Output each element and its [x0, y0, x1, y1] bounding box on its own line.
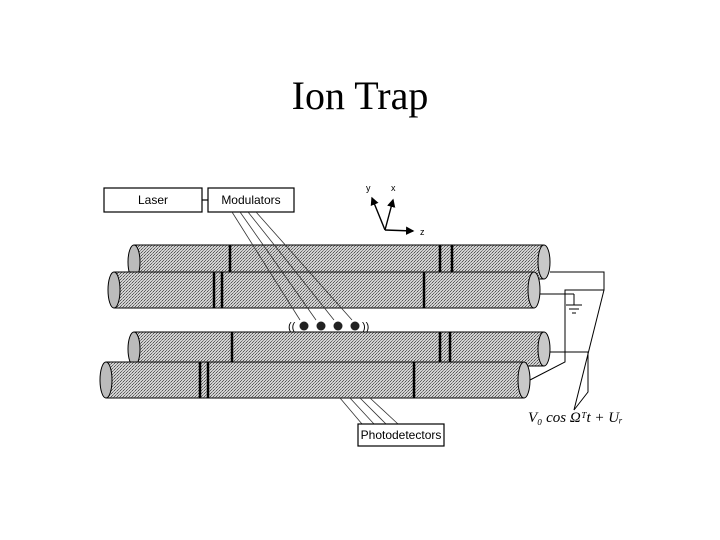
svg-text:)): )) — [362, 321, 369, 333]
electrode-wiring — [529, 271, 605, 411]
modulators-label: Modulators — [221, 193, 280, 207]
photodetectors-box: Photodetectors — [357, 423, 445, 447]
laser-label: Laser — [138, 193, 168, 207]
laser-beams — [231, 211, 353, 321]
svg-text:((: (( — [288, 321, 296, 333]
photodetectors-label: Photodetectors — [361, 428, 442, 442]
laser-box: Laser — [103, 187, 203, 213]
x-axis-arrow — [384, 198, 396, 231]
x-axis-label: x — [391, 183, 396, 193]
modulators-box: Modulators — [207, 187, 295, 213]
fluorescence-beams — [339, 397, 399, 425]
z-axis-label: z — [420, 227, 425, 237]
axes-indicator: y x z — [366, 183, 425, 237]
y-axis-label: y — [366, 183, 371, 193]
electrode-rod-lower-front — [99, 361, 531, 399]
z-axis-arrow — [384, 226, 415, 235]
ion — [299, 321, 309, 331]
ion — [350, 321, 360, 331]
ion-chain: (( )) — [288, 321, 369, 333]
ion — [333, 321, 343, 331]
slide-title: Ion Trap — [291, 73, 429, 118]
rf-voltage-equation: V₀ cos Ωᵀt + Uᵣ — [528, 410, 623, 426]
y-axis-arrow — [370, 196, 386, 231]
ion — [316, 321, 326, 331]
electrode-rod-upper-front — [107, 271, 541, 309]
electrode-rod-lower-back — [127, 331, 551, 367]
